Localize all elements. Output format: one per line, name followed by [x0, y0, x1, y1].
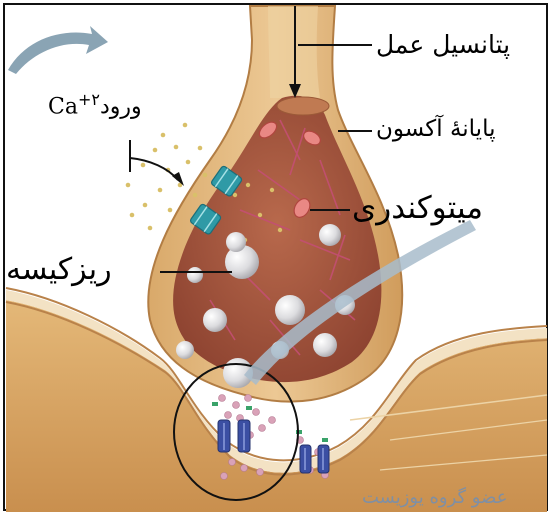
calcium-symbol: Ca	[48, 94, 78, 119]
axon-terminal-label: پایانهٔ آکسون	[376, 116, 496, 142]
vesicle-label: ریزکیسه	[6, 252, 112, 287]
calcium-entry-word: ورود	[100, 94, 142, 119]
mitochondrion-label: میتوکندری	[352, 190, 483, 226]
watermark-text: عضو گروه یوزیست	[362, 487, 507, 508]
calcium-entry-arrow	[130, 158, 178, 180]
action-potential-label: پتانسیل عمل	[376, 30, 510, 59]
top-left-arrow	[8, 26, 108, 74]
calcium-entry-label: Ca+۲ورود	[48, 90, 142, 119]
calcium-charge: +۲	[78, 90, 100, 109]
